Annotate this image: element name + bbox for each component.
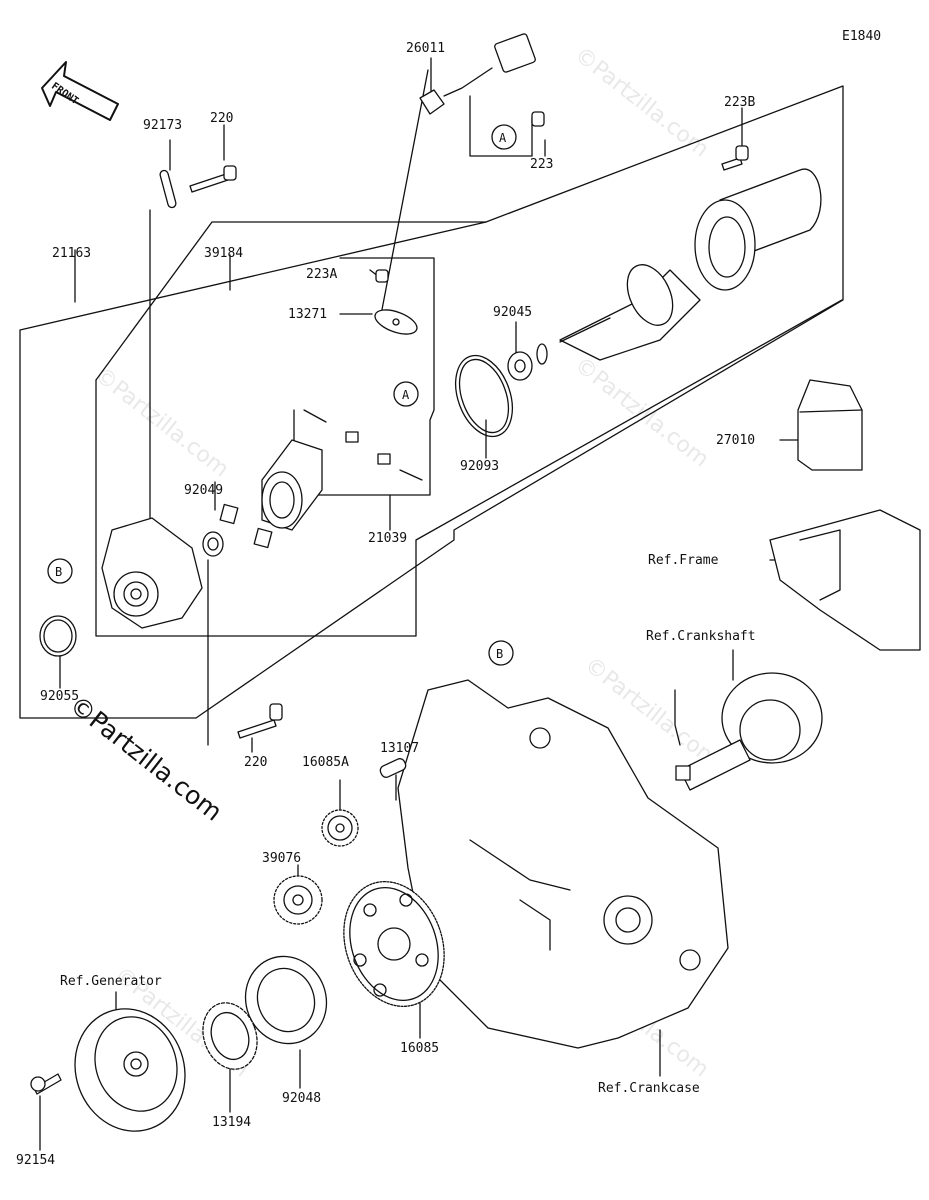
ref-crankcase-label[interactable]: Ref.Crankcase (598, 1081, 700, 1096)
part-label-92154[interactable]: 92154 (16, 1153, 56, 1168)
gear-16085-icon (343, 881, 445, 1007)
callout-b-label: B (496, 647, 504, 661)
part-label-220[interactable]: 220 (210, 111, 234, 126)
part-label-92055[interactable]: 92055 (40, 689, 80, 704)
starter-end-cover-icon (101, 517, 203, 629)
part-label-39076[interactable]: 39076 (262, 851, 302, 866)
pin-92173-icon (159, 169, 177, 209)
one-way-clutch-13194-icon (202, 1002, 258, 1070)
part-label-220[interactable]: 220 (244, 755, 268, 770)
part-label-92093[interactable]: 92093 (460, 459, 500, 474)
generator-rotor-icon (74, 1008, 186, 1132)
crankshaft-icon (675, 672, 823, 791)
part-label-223b[interactable]: 223B (724, 95, 756, 110)
armature-icon (559, 264, 701, 361)
part-label-16085a[interactable]: 16085A (302, 755, 349, 770)
part-label-92048[interactable]: 92048 (282, 1091, 322, 1106)
part-label-16085[interactable]: 16085 (400, 1041, 440, 1056)
starter-clutch-92048-icon (244, 955, 328, 1045)
bolt-220-top-icon (189, 165, 237, 193)
frame-section-icon (769, 509, 921, 651)
group-outline-21163 (19, 85, 844, 719)
part-label-13194[interactable]: 13194 (212, 1115, 252, 1130)
callout-b-label: B (55, 565, 63, 579)
callout-b-circle (488, 640, 514, 666)
o-ring-92055-icon (39, 615, 77, 657)
part-label-13271[interactable]: 13271 (288, 307, 328, 322)
callout-a-label: A (499, 131, 507, 145)
brush-holder-21039-icon (261, 409, 423, 531)
part-label-223a[interactable]: 223A (306, 267, 338, 282)
seal-92049-icon (202, 503, 273, 557)
starter-motor-housing-icon (694, 168, 822, 291)
part-label-26011[interactable]: 26011 (406, 41, 446, 56)
callout-a-circle (491, 124, 517, 150)
ref-generator-label[interactable]: Ref.Generator (60, 974, 162, 989)
callout-a-circle (393, 381, 419, 407)
bolt-92154-icon (30, 1073, 62, 1095)
gear-39076-icon (273, 875, 323, 925)
front-arrow-icon (41, 61, 119, 121)
bolt-220-bottom-icon (237, 703, 283, 739)
pin-13107-icon (379, 758, 407, 778)
part-label-39184[interactable]: 39184 (204, 246, 244, 261)
crankcase-icon (397, 679, 729, 1049)
bolt-223a-icon (375, 269, 389, 283)
bearing-92045-icon (507, 343, 548, 381)
part-label-21039[interactable]: 21039 (368, 531, 408, 546)
o-ring-92093-icon (455, 354, 513, 438)
callout-a-label: A (402, 388, 410, 402)
gear-16085a-icon (321, 809, 359, 847)
diagram-code: E1840 (842, 29, 882, 44)
ref-crankshaft-label[interactable]: Ref.Crankshaft (646, 629, 756, 644)
relay-27010-icon (797, 379, 863, 471)
plate-13271-icon (374, 309, 418, 335)
part-label-13107[interactable]: 13107 (380, 741, 420, 756)
group-outline-39184 (95, 299, 843, 637)
bolt-223-icon (531, 111, 545, 127)
part-label-92173[interactable]: 92173 (143, 118, 183, 133)
callout-b-circle (47, 558, 73, 584)
part-label-92045[interactable]: 92045 (493, 305, 533, 320)
part-label-21163[interactable]: 21163 (52, 246, 92, 261)
connector-26011-icon (419, 33, 536, 115)
part-label-223[interactable]: 223 (530, 157, 554, 172)
ref-frame-label[interactable]: Ref.Frame (648, 553, 719, 568)
part-label-92049[interactable]: 92049 (184, 483, 224, 498)
part-label-27010[interactable]: 27010 (716, 433, 756, 448)
bolt-223b-icon (721, 145, 749, 171)
